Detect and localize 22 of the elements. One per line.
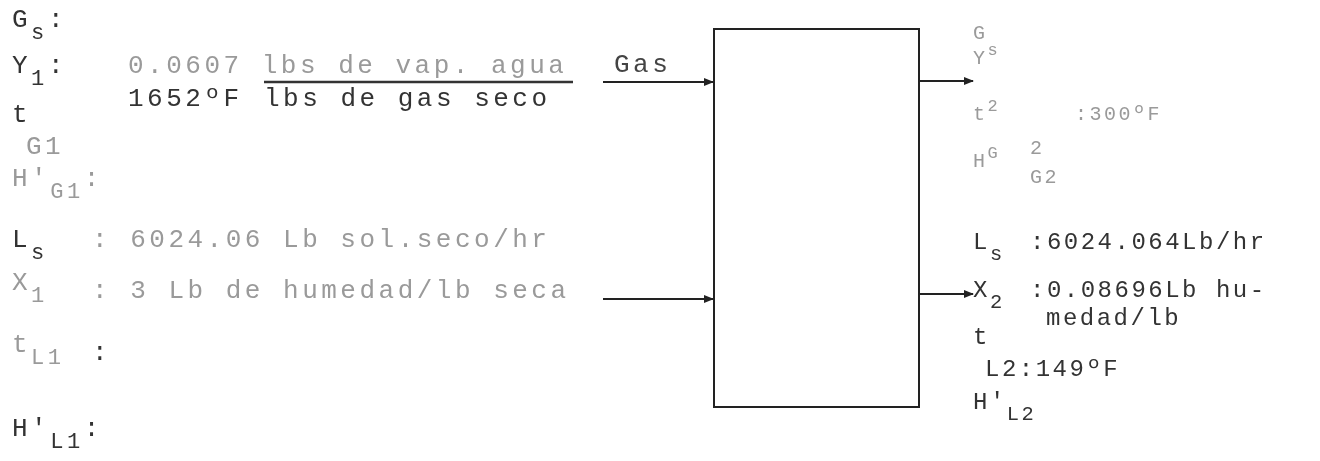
variable-label: : 6024.06 Lb sol.seco/hr [92,225,551,255]
arrow [920,290,974,298]
variable-label: G1 [26,132,65,162]
variable-label: L2:149ºF [985,356,1121,384]
variable-label: t [12,100,32,130]
variable-label: lbs de gas seco [264,84,551,114]
arrow [603,78,714,86]
variable-label: G2 [1030,166,1059,190]
variable-label: t [973,324,990,352]
arrow [920,77,974,85]
arrow [603,295,714,303]
variable-label: :0.08696Lb hu- medad/lb [1030,277,1268,333]
variable-label: G [973,22,988,46]
variable-label: 0.0607 lbs de vap. agua [128,51,568,81]
variable-label: : 3 Lb de humedad/lb seca [92,276,570,306]
variable-label: Y$^{s}$ [973,47,1001,71]
variable-label: :6024.064Lb/hr [1030,229,1267,257]
process-box [713,28,920,408]
variable-label: 2 [1030,137,1045,161]
variable-label: 1652ºF [128,84,243,114]
variable-label: : [92,338,112,368]
variable-label: :300ºF [1075,103,1162,127]
